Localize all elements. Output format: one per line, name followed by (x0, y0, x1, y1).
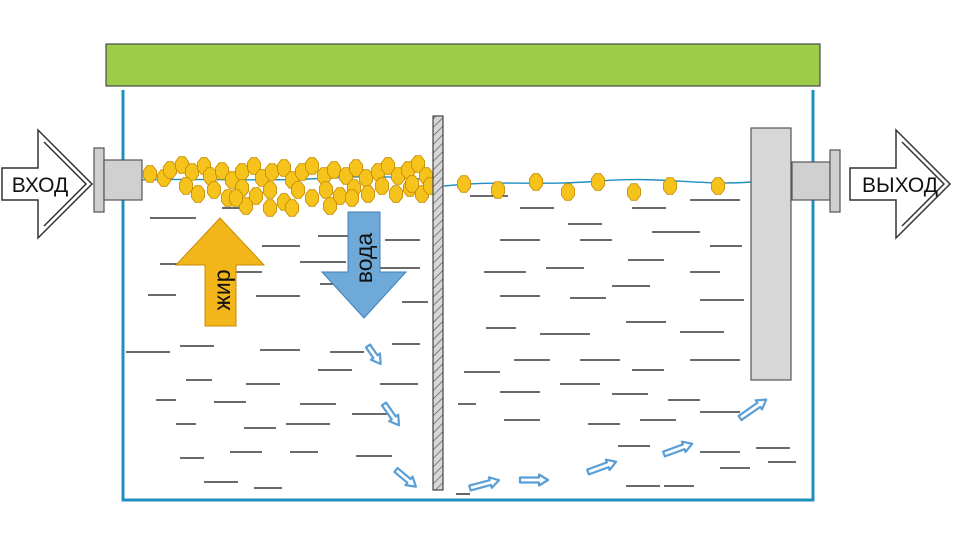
flow-arrow-shape (468, 476, 501, 492)
fat-droplet (405, 175, 419, 193)
flow-arrow-shape (380, 401, 401, 427)
fat-droplet (265, 163, 279, 181)
fat-droplet (529, 173, 543, 191)
fat-droplet (375, 177, 389, 195)
tank-lid (105, 43, 821, 87)
fat-droplet (229, 189, 243, 207)
inlet-flange (93, 147, 105, 213)
outlet-baffle-plate (750, 127, 792, 381)
fat-droplet (663, 177, 677, 195)
fat-droplet (305, 189, 319, 207)
inlet-sleeve (103, 159, 143, 201)
flow-arrow-shape (662, 440, 694, 458)
tank-wall (121, 90, 815, 502)
fat-droplet (263, 199, 277, 217)
fat-droplet (249, 187, 263, 205)
flow-arrows (364, 343, 768, 492)
outlet-sleeve (791, 161, 831, 201)
fat-droplet (215, 162, 229, 180)
fat-droplet (359, 169, 373, 187)
fat-droplet (333, 187, 347, 205)
fat-droplet (285, 199, 299, 217)
inlet-pipe (93, 147, 143, 213)
water-dash-lines (126, 195, 796, 495)
outlet-pipe (791, 149, 841, 213)
fat-droplets (143, 155, 725, 217)
fat-up-arrow-icon: жир (174, 217, 266, 327)
fat-label: жир (209, 269, 235, 310)
fat-droplet (235, 163, 249, 181)
flow-arrow-icon (518, 473, 550, 487)
fat-droplet (323, 197, 337, 215)
fat-droplet (291, 181, 305, 199)
fat-droplet (263, 181, 277, 199)
water-label: вода (351, 233, 377, 284)
fat-droplet (591, 173, 605, 191)
flow-arrow-shape (518, 473, 550, 487)
fat-droplet (491, 181, 505, 199)
flow-arrow-icon (662, 440, 694, 458)
fat-droplet (179, 177, 193, 195)
fat-droplet (277, 159, 291, 177)
inlet-label: ВХОД (12, 174, 69, 197)
flow-arrow-icon (468, 476, 501, 492)
fat-droplet (457, 175, 471, 193)
fat-droplet (389, 185, 403, 203)
partition-wall (432, 115, 444, 491)
inlet-arrow-icon: ВХОД (1, 128, 94, 240)
water-down-arrow-icon: вода (320, 211, 408, 319)
fat-droplet (349, 159, 363, 177)
fat-droplet (411, 155, 425, 173)
outlet-label: ВЫХОД (862, 174, 938, 197)
fat-droplet (361, 185, 375, 203)
flow-arrow-shape (737, 398, 768, 422)
flow-arrow-shape (586, 458, 618, 476)
outlet-flange (829, 149, 841, 213)
fat-droplet (305, 157, 319, 175)
flow-arrow-icon (586, 458, 618, 476)
fat-droplet (319, 181, 333, 199)
fat-droplet (627, 183, 641, 201)
flow-arrow-icon (364, 343, 382, 366)
flow-arrow-icon (737, 398, 768, 422)
outlet-arrow-icon: ВЫХОД (849, 128, 952, 240)
flow-arrow-icon (393, 466, 418, 488)
fat-droplet (561, 183, 575, 201)
fat-droplet (207, 181, 221, 199)
fat-droplet (143, 165, 157, 183)
fat-droplet (327, 161, 341, 179)
fat-droplet (247, 157, 261, 175)
fat-droplet (163, 161, 177, 179)
fat-droplet (191, 185, 205, 203)
flow-arrow-shape (364, 343, 382, 366)
fat-droplet (711, 177, 725, 195)
flow-arrow-icon (380, 401, 401, 427)
fat-droplet (345, 189, 359, 207)
flow-arrow-shape (393, 466, 418, 488)
fat-droplet (381, 157, 395, 175)
